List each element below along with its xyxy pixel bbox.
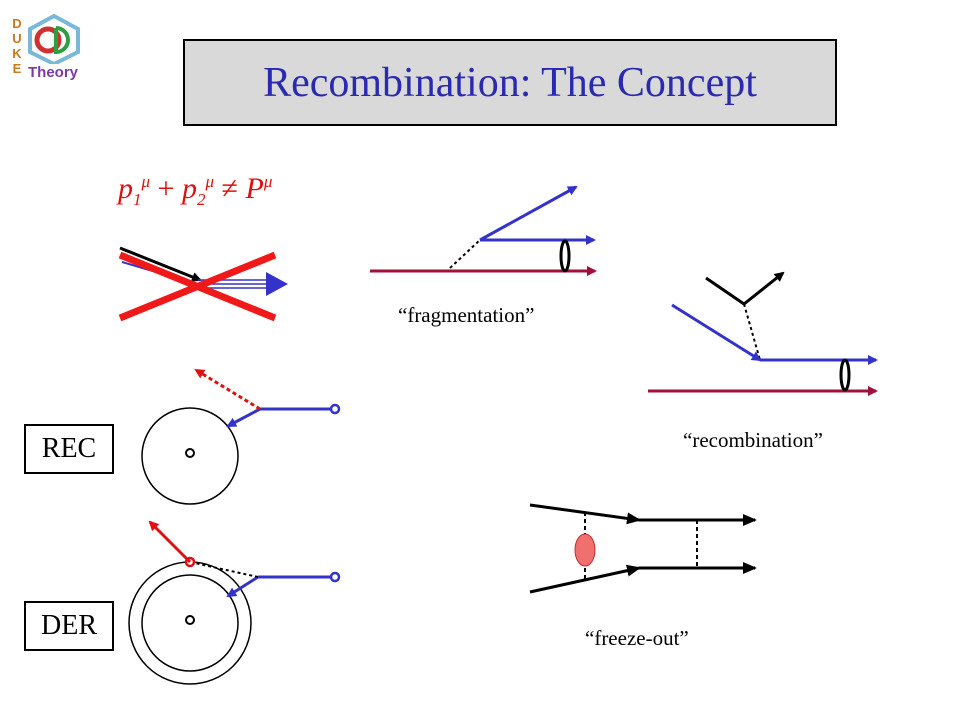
recombination-diagram <box>648 271 878 396</box>
der-box: DER <box>24 601 114 651</box>
rec-diagram <box>141 368 341 505</box>
cross-out-stroke-2 <box>118 251 277 322</box>
der-label: DER <box>41 610 97 641</box>
rec-label: REC <box>41 433 97 464</box>
freeze-out-diagram <box>529 503 757 594</box>
der-diagram <box>128 520 341 685</box>
caption-freeze-out: “freeze-out” <box>585 626 689 650</box>
fragmentation-diagram <box>370 185 597 276</box>
page-title: Recombination: The Concept <box>263 59 757 106</box>
title-box: Recombination: The Concept <box>183 39 837 126</box>
hadron-blob <box>574 533 596 567</box>
qcd-hexagon-icon <box>28 14 80 64</box>
logo-theory-text: Theory <box>28 64 79 81</box>
rec-box: REC <box>24 424 114 474</box>
crossed-merge-diagram <box>118 246 288 322</box>
caption-fragmentation: “fragmentation” <box>398 303 535 327</box>
momentum-formula: p1μ + p2μ ≠ Pμ <box>118 172 273 209</box>
caption-recombination: “recombination” <box>683 428 823 452</box>
